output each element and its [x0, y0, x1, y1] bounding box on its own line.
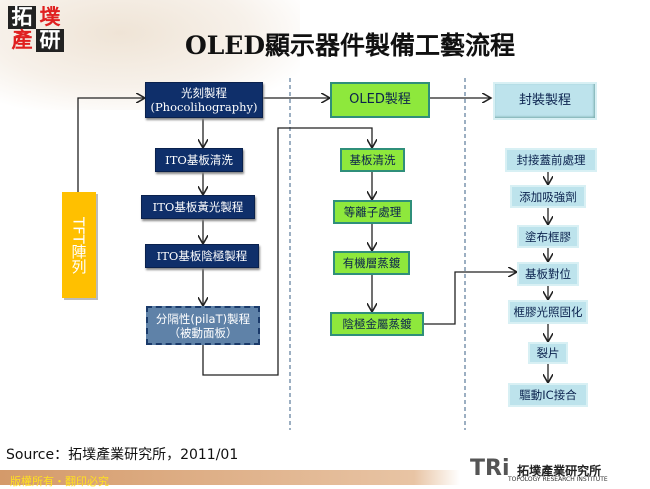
- logo-char: 墣: [39, 5, 61, 29]
- packaging-step: 封接蓋前處理: [505, 148, 597, 172]
- packaging-step: 框膠光照固化: [508, 300, 588, 324]
- source-note: Source：拓墣產業研究所，2011/01: [6, 447, 239, 463]
- ito-cathode-box: ITO基板陰極製程: [145, 244, 259, 268]
- ito-photo-box: ITO基板黃光製程: [141, 195, 255, 219]
- oled-process-header: OLED製程: [330, 82, 430, 118]
- packaging-step: 塗布框膠: [517, 225, 579, 248]
- packaging-step: 裂片: [528, 342, 568, 364]
- packaging-step: 基板對位: [517, 262, 579, 286]
- tft-array-box: TFT陣列: [62, 192, 96, 298]
- cathode-evap-box: 陰極金屬蒸鍍: [330, 312, 424, 336]
- ito-clean-box: ITO基板清洗: [155, 148, 243, 172]
- box-sublabel: (Phocolihography): [150, 100, 258, 114]
- photolithography-box: 光刻製程 (Phocolihography): [145, 82, 263, 118]
- box-label: 光刻製程: [181, 86, 227, 100]
- copyright-text: 版權所有・翻印必究: [10, 475, 109, 488]
- organic-evap-box: 有機層蒸鍍: [333, 251, 410, 275]
- brand-en: TOPOLOGY RESEARCH INSTITUTE: [508, 476, 608, 483]
- plasma-box: 等離子處理: [333, 200, 412, 224]
- box-label: 分隔性(pilaT)製程: [155, 311, 251, 326]
- packaging-header: 封裝製程: [493, 82, 597, 120]
- logo-char: 拓: [8, 6, 36, 29]
- page-title: OLED顯示器件製備工藝流程: [184, 31, 516, 60]
- logo: 拓墣產研: [8, 6, 64, 52]
- packaging-step: 添加吸強劑: [510, 185, 586, 208]
- packaging-step: 驅動IC接合: [508, 383, 588, 407]
- logo-char: 產: [11, 28, 33, 52]
- tri-logo: TRi 拓墣產業研究所: [470, 456, 601, 481]
- substrate-clean-box: 基板清洗: [340, 148, 405, 172]
- logo-char: 研: [36, 29, 64, 52]
- brand-cn: 拓墣產業研究所: [517, 464, 602, 478]
- footer-bar: 版權所有・翻印必究: [0, 470, 460, 488]
- separator-process-box: 分隔性(pilaT)製程 （被動面板）: [146, 306, 260, 345]
- box-sublabel: （被動面板）: [168, 325, 238, 340]
- brand-mark: TRi: [470, 456, 510, 481]
